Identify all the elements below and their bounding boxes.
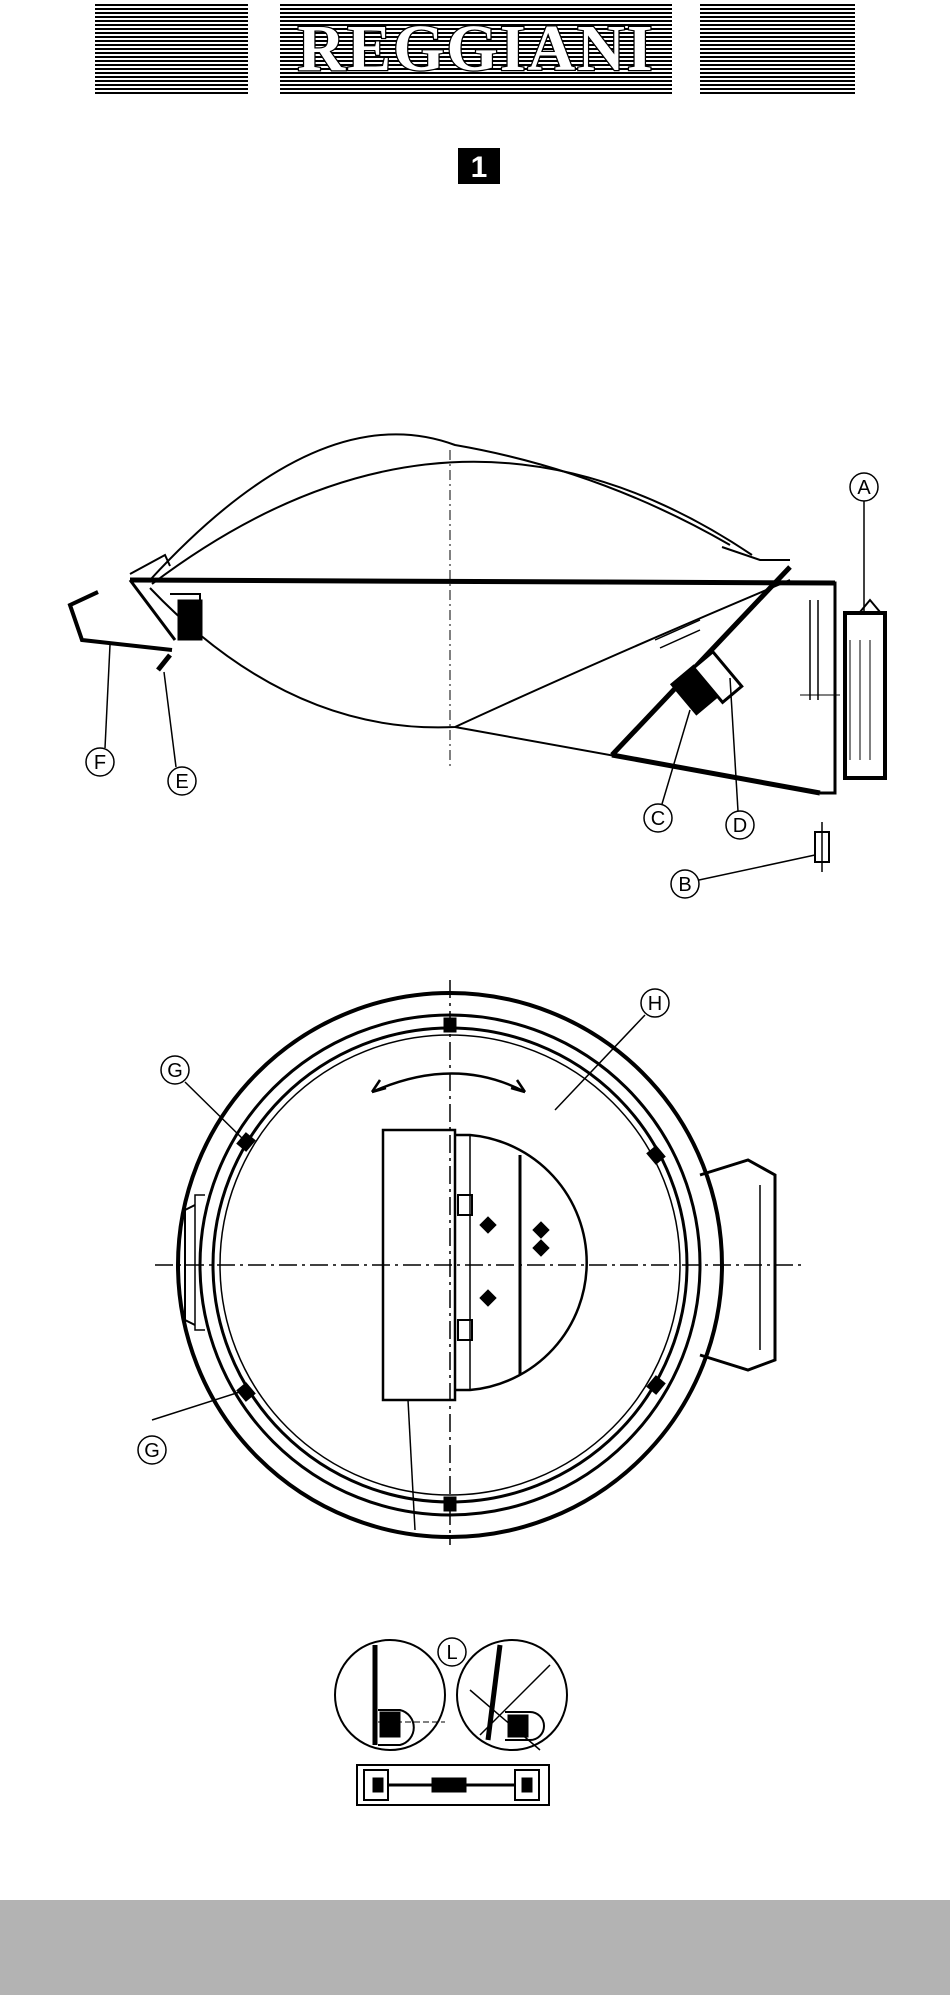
callouts-side-view: A F E C D B bbox=[86, 473, 878, 898]
header-stripe-block-left bbox=[95, 2, 248, 94]
clip-part bbox=[178, 600, 202, 640]
callout-h: H bbox=[648, 993, 662, 1015]
footer-band bbox=[0, 1900, 950, 1995]
callout-e: E bbox=[175, 771, 188, 793]
side-section-view bbox=[70, 434, 885, 872]
callout-g-lower: G bbox=[144, 1440, 160, 1462]
callout-a: A bbox=[857, 477, 871, 499]
header-stripe-block-right bbox=[700, 2, 855, 94]
callout-c: C bbox=[651, 808, 665, 830]
figure-number: 1 bbox=[471, 151, 488, 184]
top-view bbox=[155, 980, 805, 1545]
callout-f: F bbox=[94, 752, 106, 774]
callouts-detail: L bbox=[438, 1638, 466, 1666]
callout-d: D bbox=[733, 815, 747, 837]
callout-g-upper: G bbox=[167, 1060, 183, 1082]
brand-logo-text: REGGIANI bbox=[297, 12, 654, 85]
mounting-plate bbox=[845, 613, 885, 778]
brand-header: REGGIANI bbox=[95, 2, 855, 94]
callout-l: L bbox=[446, 1642, 457, 1664]
callout-b: B bbox=[678, 874, 691, 896]
figure-number-box: 1 bbox=[458, 148, 500, 184]
